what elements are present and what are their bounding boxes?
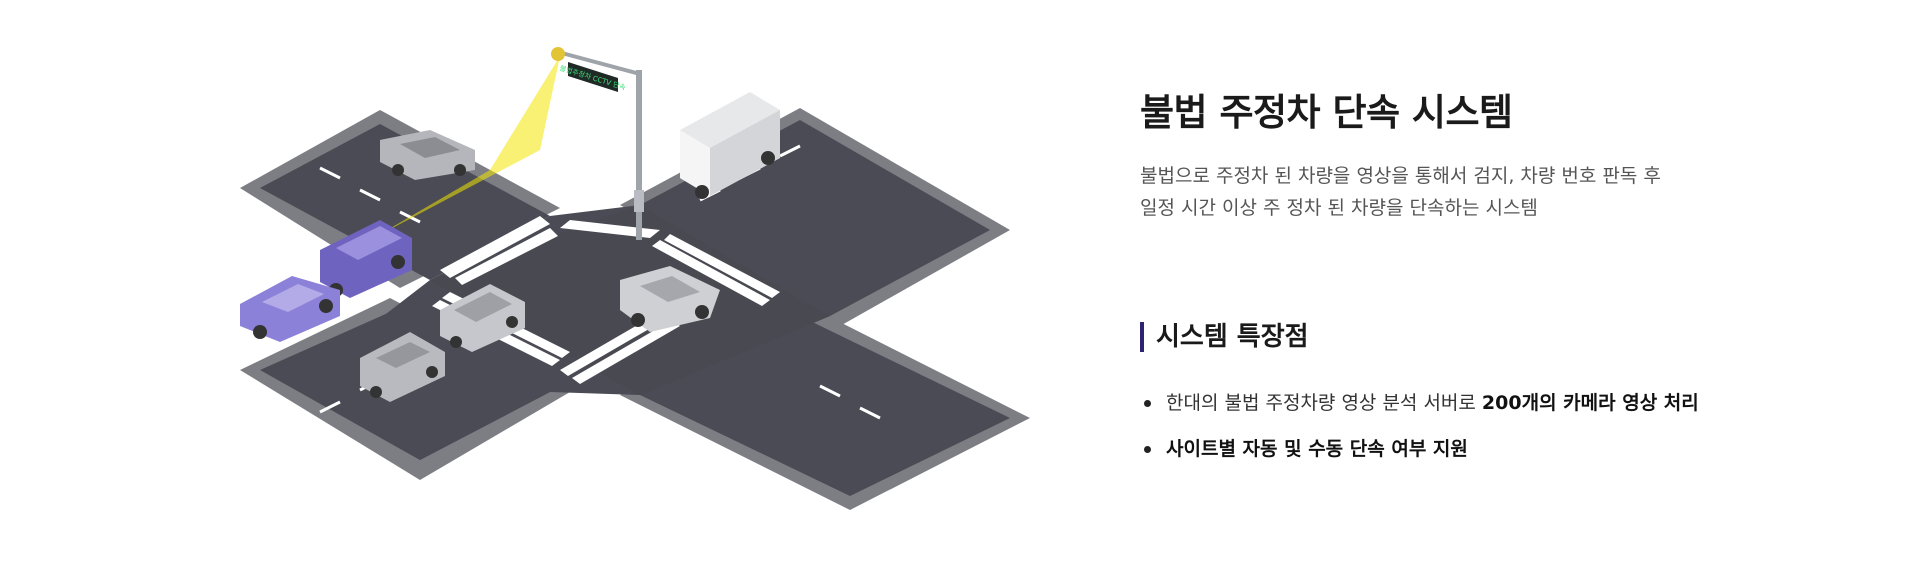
intersection-illustration: 불법주정차 CCTV 단속: [240, 40, 1040, 540]
truck: [680, 92, 780, 199]
feature-item-1: 한대의 불법 주정차량 영상 분석 서버로 200개의 카메라 영상 처리: [1140, 390, 1860, 436]
description-line-2: 일정 시간 이상 주 정차 된 차량을 단속하는 시스템: [1140, 197, 1538, 219]
text-panel: 불법 주정차 단속 시스템 불법으로 주정차 된 차량을 영상을 통해서 검지,…: [1140, 82, 1860, 482]
car-gray-top: [380, 130, 475, 180]
feature-item-1-strong: 200개의 카메라 영상 처리: [1481, 392, 1699, 414]
features-list: 한대의 불법 주정차량 영상 분석 서버로 200개의 카메라 영상 처리 사이…: [1140, 390, 1860, 482]
feature-item-1-text: 한대의 불법 주정차량 영상 분석 서버로: [1166, 392, 1482, 414]
car-silver-3: [620, 266, 720, 332]
features-heading: 시스템 특장점: [1140, 322, 1860, 352]
intersection-svg: 불법주정차 CCTV 단속: [240, 47, 1030, 510]
feature-item-2-text: 사이트별 자동 및 수동 단속 여부 지원: [1166, 438, 1468, 460]
car-purple-sedan: [240, 276, 340, 342]
camera-beam: [370, 56, 560, 240]
car-silver-1: [440, 284, 525, 352]
feature-item-2: 사이트별 자동 및 수동 단속 여부 지원: [1140, 436, 1860, 482]
car-silver-2: [360, 332, 445, 402]
description-line-1: 불법으로 주정차 된 차량을 영상을 통해서 검지, 차량 번호 판독 후: [1140, 165, 1661, 187]
description: 불법으로 주정차 된 차량을 영상을 통해서 검지, 차량 번호 판독 후 일정…: [1140, 160, 1860, 224]
page-title: 불법 주정차 단속 시스템: [1140, 91, 1513, 134]
cctv-pole: [551, 47, 644, 240]
